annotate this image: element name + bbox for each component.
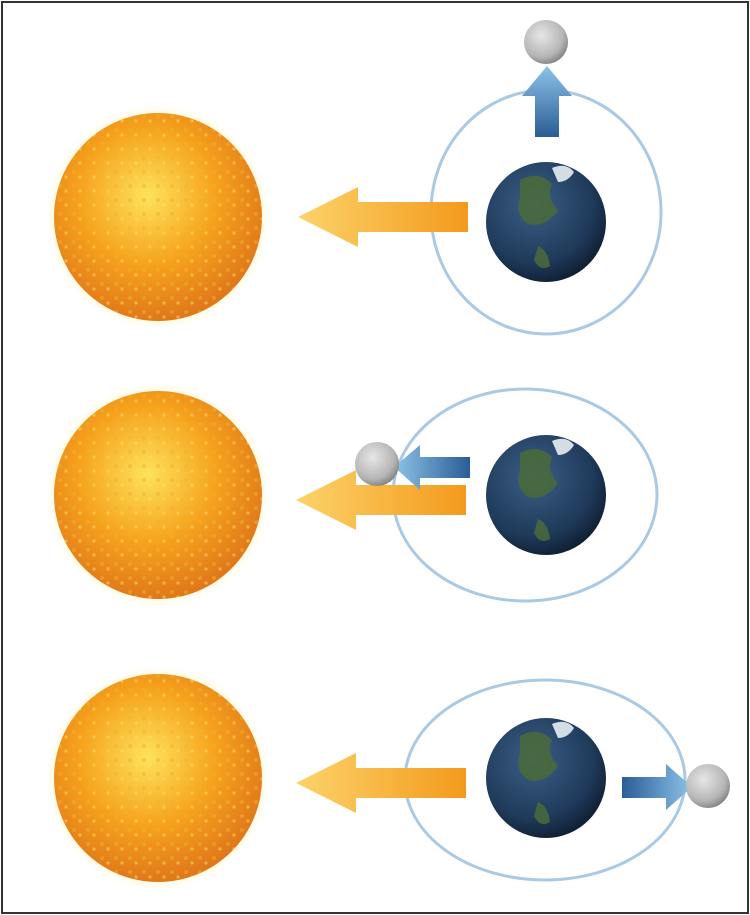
earth-icon — [486, 718, 606, 838]
sun-icon — [46, 383, 270, 607]
panel-3 — [46, 666, 730, 890]
gravity-arrow-to-sun — [296, 753, 466, 813]
moon-icon — [524, 20, 568, 64]
gravity-arrow-to-moon — [394, 445, 470, 490]
gravity-arrow-to-moon — [522, 66, 572, 137]
moon-icon — [355, 442, 399, 486]
gravity-arrow-to-sun — [296, 470, 466, 530]
earth-icon — [486, 435, 606, 555]
gravity-arrow-to-sun — [298, 187, 468, 247]
earth-icon — [486, 162, 606, 282]
panel-1 — [46, 20, 663, 336]
gravity-arrow-to-moon — [622, 764, 692, 810]
moon-icon — [686, 764, 730, 808]
panel-2 — [46, 383, 659, 607]
sun-icon — [46, 666, 270, 890]
sun-icon — [46, 105, 270, 329]
